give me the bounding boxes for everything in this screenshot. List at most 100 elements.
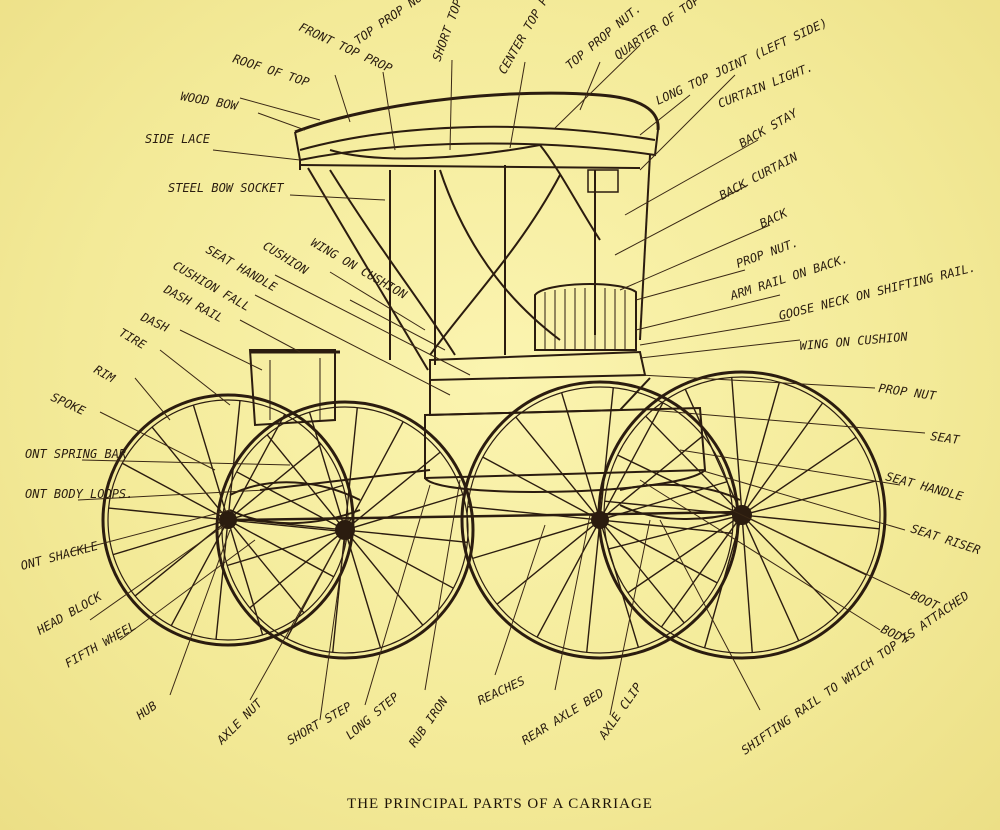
tire xyxy=(597,370,887,660)
spoke xyxy=(350,536,424,626)
spoke xyxy=(235,520,348,533)
label-shifting-rail: SHIFTING RAIL TO WHICH TOP IS ATTACHED xyxy=(739,589,972,758)
spoke xyxy=(603,402,664,514)
spoke xyxy=(604,500,734,515)
spoke xyxy=(472,521,593,560)
label-axle-nut: AXLE NUT xyxy=(214,696,266,748)
spoke xyxy=(608,516,734,550)
label-cushion: CUSHION xyxy=(260,239,311,278)
spoke xyxy=(233,443,322,516)
spoke xyxy=(222,517,337,530)
spoke xyxy=(266,434,340,524)
label-back-stay: BACK STAY xyxy=(737,106,801,151)
spoke xyxy=(536,526,597,638)
spoke xyxy=(750,515,880,530)
label-tire: TIRE xyxy=(117,325,150,352)
spoke xyxy=(606,523,718,584)
spoke xyxy=(352,533,454,589)
seat-cushion xyxy=(429,350,647,382)
rim xyxy=(466,386,734,654)
label-side-lace: SIDE LACE xyxy=(145,132,211,146)
spoke xyxy=(747,520,839,615)
label-seat-riser: SEAT RISER xyxy=(909,522,982,558)
label-axle-clip: AXLE CLIP xyxy=(595,680,645,743)
spoke xyxy=(151,426,224,515)
label-prop-nut-1: PROP NUT. xyxy=(734,235,800,270)
label-center-top-prop: CENTER TOP PROP. xyxy=(495,0,565,77)
spoke xyxy=(560,392,599,513)
label-rim: RIM xyxy=(92,362,118,385)
spoke xyxy=(743,381,781,507)
spoke xyxy=(346,538,382,648)
label-rear-axle-bed: REAR AXLE BED xyxy=(519,686,606,748)
spoke xyxy=(232,525,305,614)
spoke xyxy=(234,523,335,578)
label-front-shackle: ONT SHACKLE xyxy=(19,539,100,573)
front-wheel-near xyxy=(215,400,475,660)
label-front-spring-bar: ONT SPRING BAR xyxy=(25,447,126,461)
label-hub: HUB xyxy=(133,699,160,723)
spoke xyxy=(308,412,344,522)
diagram-caption: THE PRINCIPAL PARTS OF A CARRIAGE xyxy=(347,796,653,812)
spoke xyxy=(345,407,358,522)
spoke xyxy=(482,456,594,517)
wood-bow xyxy=(299,125,656,151)
label-spoke: SPOKE xyxy=(49,390,88,418)
dash xyxy=(248,349,336,427)
spoke xyxy=(731,377,743,507)
label-long-step: LONG STEP xyxy=(343,689,402,742)
label-seat: SEAT xyxy=(930,429,961,447)
rim xyxy=(107,399,349,641)
spoke xyxy=(467,506,593,520)
spoke xyxy=(351,451,441,525)
spoke xyxy=(108,507,221,520)
spoke xyxy=(607,480,728,519)
spoke xyxy=(600,387,614,513)
spoke xyxy=(121,462,222,517)
hub xyxy=(219,511,237,529)
spoke xyxy=(215,527,228,640)
spoke xyxy=(741,523,753,653)
tire xyxy=(215,400,475,660)
spoke xyxy=(353,530,468,543)
spoke xyxy=(134,524,223,597)
spoke xyxy=(604,525,685,624)
spoke xyxy=(515,416,596,515)
wheels-group xyxy=(101,370,887,660)
spoke xyxy=(192,404,227,513)
spoke xyxy=(586,527,600,653)
front-wheel-far xyxy=(101,393,355,647)
spoke xyxy=(235,484,344,519)
label-head-block: HEAD BLOCK xyxy=(34,589,105,638)
label-dash: DASH xyxy=(138,310,172,336)
spoke xyxy=(627,519,735,594)
carriage-body xyxy=(424,406,707,480)
spoke xyxy=(228,400,241,513)
label-short-step: SHORT STEP xyxy=(285,699,355,748)
spoke xyxy=(607,520,733,534)
rim xyxy=(221,406,469,654)
label-wing-on-cushion-2: WING ON CUSHION xyxy=(799,330,909,353)
label-top-prop-nut-1: TOP PROP NUT. xyxy=(352,0,437,47)
spoke xyxy=(353,493,463,529)
label-back-curtain: BACK CURTAIN xyxy=(717,149,801,202)
spoke xyxy=(684,388,739,508)
spoke xyxy=(703,523,741,649)
spoke xyxy=(170,526,225,627)
spoke xyxy=(660,521,738,628)
seat-back xyxy=(534,283,637,351)
spoke xyxy=(745,522,800,642)
spoke xyxy=(249,535,339,609)
spoke xyxy=(749,436,857,511)
spoke xyxy=(605,435,704,516)
spoke xyxy=(645,415,737,510)
spoke xyxy=(348,421,404,523)
label-back: BACK xyxy=(757,205,790,230)
label-steel-bow-socket: STEEL BOW SOCKET xyxy=(168,181,284,195)
carriage-illustration xyxy=(229,91,746,525)
spoke xyxy=(746,402,824,509)
spoke xyxy=(227,531,337,567)
spoke xyxy=(750,480,876,514)
